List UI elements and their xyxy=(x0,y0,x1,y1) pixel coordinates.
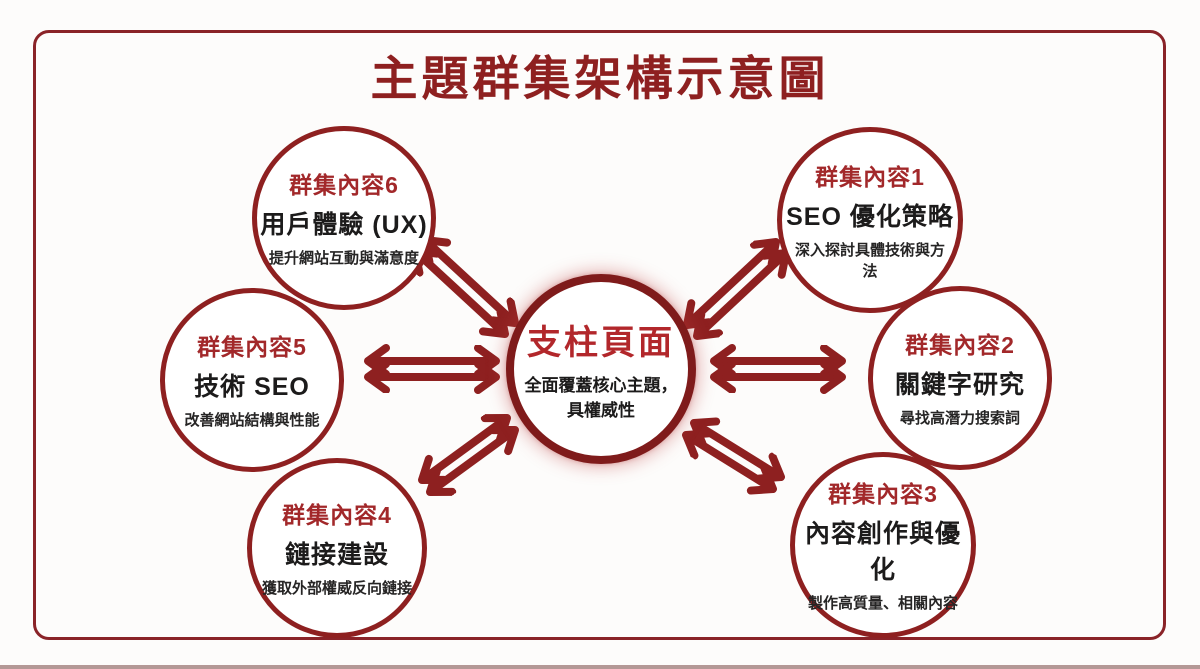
pillar-page-desc: 全面覆蓋核心主題， 具權威性 xyxy=(525,373,678,424)
cluster-label: 群集內容1 xyxy=(815,164,925,191)
pillar-page-node: 支柱頁面 全面覆蓋核心主題， 具權威性 xyxy=(506,274,696,464)
cluster-node-4: 群集內容4 鏈接建設 獲取外部權威反向鏈接 xyxy=(247,458,427,638)
pillar-page-title: 支柱頁面 xyxy=(527,323,675,362)
pillar-desc-line-2: 具權威性 xyxy=(567,401,635,420)
pillar-desc-line-1: 全面覆蓋核心主題， xyxy=(524,375,678,395)
cluster-desc: 製作高質量、相關內容 xyxy=(807,595,958,613)
cluster-title: SEO 優化策略 xyxy=(786,203,954,232)
page-title: 主題群集架構示意圖 xyxy=(370,52,830,105)
outer-border-frame xyxy=(33,30,1166,640)
cluster-title: 用戶體驗 (UX) xyxy=(260,211,428,240)
cluster-label: 群集內容5 xyxy=(197,334,307,361)
cluster-desc: 深入探討具體技術與方法 xyxy=(794,242,945,280)
cluster-node-5: 群集內容5 技術 SEO 改善網站結構與性能 xyxy=(160,288,344,472)
cluster-label: 群集內容2 xyxy=(905,332,1015,359)
cluster-node-6: 群集內容6 用戶體驗 (UX) 提升網站互動與滿意度 xyxy=(252,126,436,310)
cluster-desc: 改善網站結構與性能 xyxy=(184,412,320,430)
cluster-desc: 提升網站互動與滿意度 xyxy=(268,250,419,268)
cluster-node-1: 群集內容1 SEO 優化策略 深入探討具體技術與方法 xyxy=(777,127,963,313)
cluster-label: 群集內容6 xyxy=(289,172,399,199)
cluster-desc: 尋找高潛力搜索詞 xyxy=(899,410,1020,428)
cluster-title: 鏈接建設 xyxy=(284,541,389,570)
cluster-node-3: 群集內容3 內容創作與優化 製作高質量、相關內容 xyxy=(790,452,976,638)
cluster-node-2: 群集內容2 關鍵字研究 尋找高潛力搜索詞 xyxy=(868,286,1052,470)
cluster-title: 關鍵字研究 xyxy=(894,371,1025,400)
cluster-label: 群集內容4 xyxy=(282,502,392,529)
cluster-title: 技術 SEO xyxy=(194,373,310,402)
cluster-title: 內容創作與優化 xyxy=(804,520,961,585)
bottom-edge-strip xyxy=(0,665,1200,669)
cluster-label: 群集內容3 xyxy=(828,481,938,508)
cluster-desc: 獲取外部權威反向鏈接 xyxy=(261,580,412,598)
